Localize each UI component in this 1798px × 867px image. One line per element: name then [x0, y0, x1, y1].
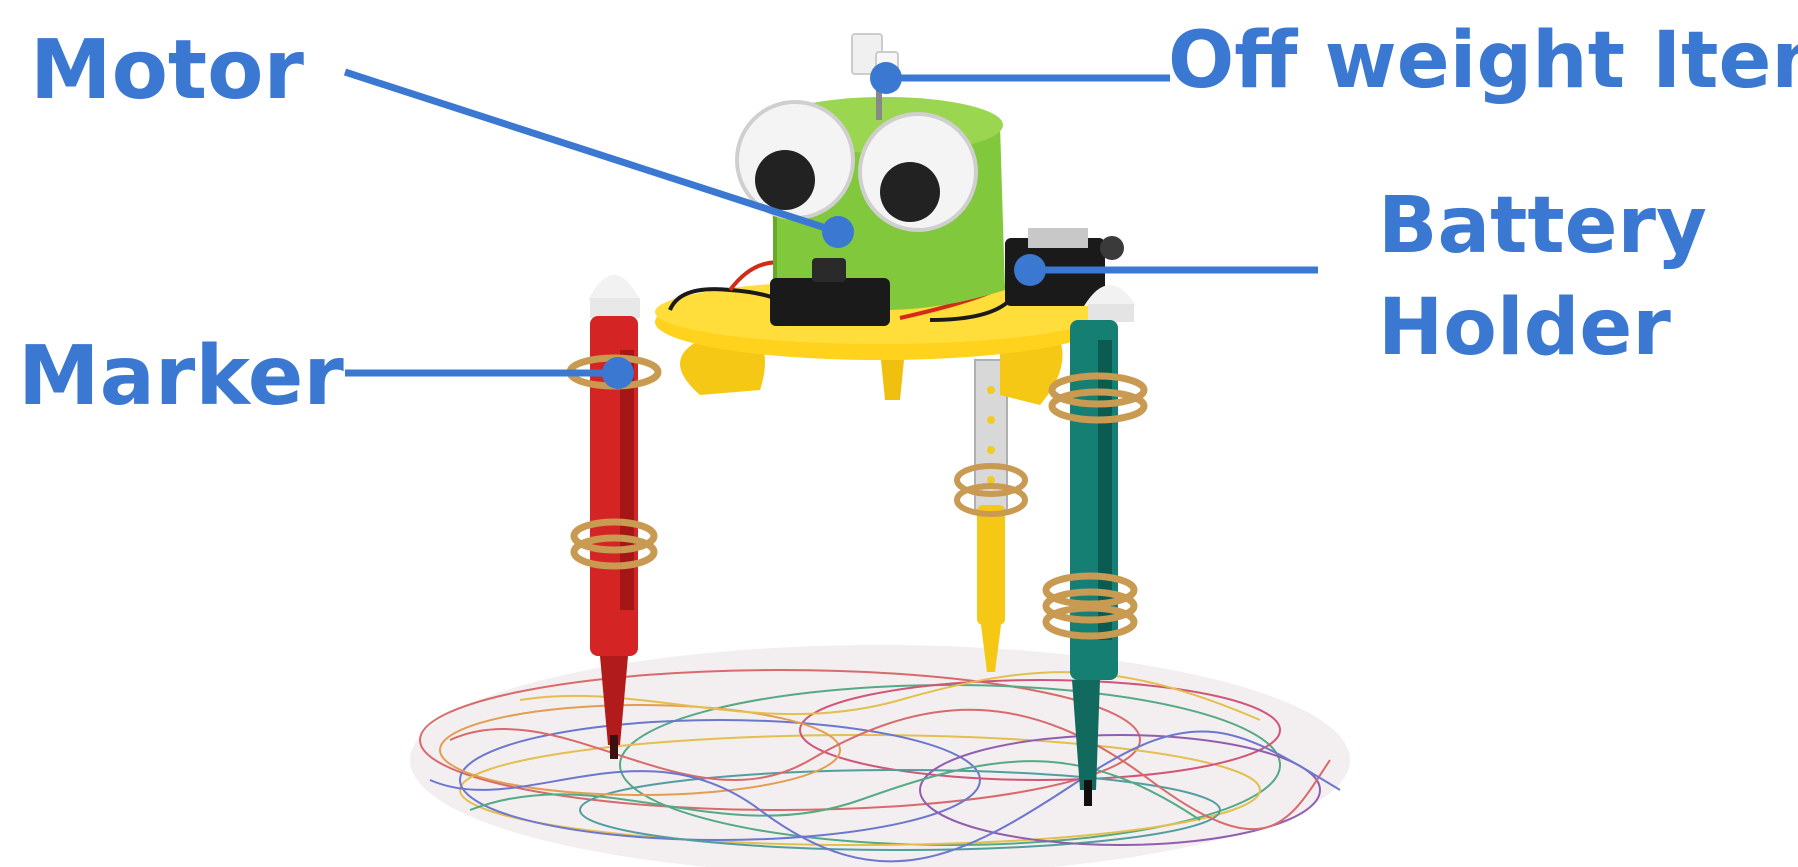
battery-holder-label: Battery Holder	[1378, 175, 1738, 379]
battery-leader-dot	[1014, 254, 1046, 286]
off-weight-item-label: Off weight Item	[1168, 22, 1798, 100]
battery-holder-label-line1: Battery	[1378, 181, 1707, 271]
marker-label: Marker	[18, 336, 344, 418]
rear-leg	[957, 360, 1025, 672]
off-weight-leader-dot	[870, 62, 902, 94]
motor-label: Motor	[30, 30, 304, 112]
scribble-surface	[410, 645, 1350, 867]
marker-leader-dot	[602, 357, 634, 389]
motor-leader-dot	[822, 216, 854, 248]
battery-holder-label-line2: Holder	[1378, 283, 1671, 373]
